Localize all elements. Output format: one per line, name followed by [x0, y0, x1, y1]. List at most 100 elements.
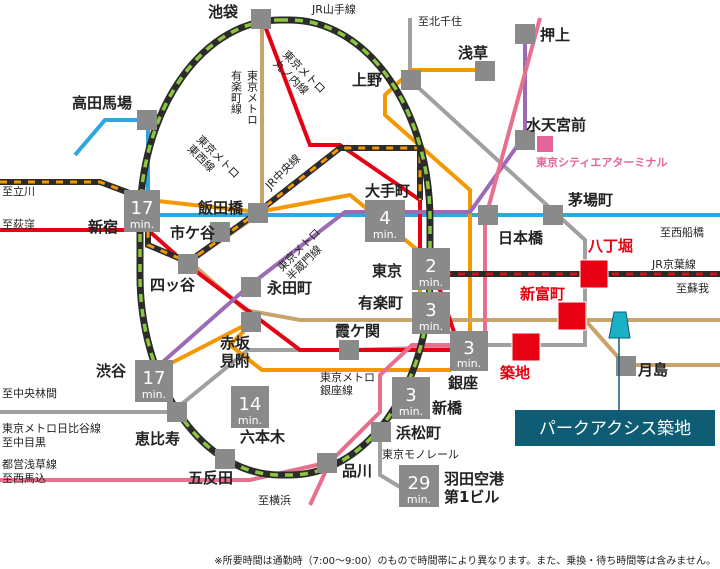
station-box-shinagawa [317, 453, 337, 473]
dest-hibiya-2: 至中目黒 [2, 436, 46, 449]
property-callout [515, 410, 715, 446]
label-hamamatsucho: 浜松町 [396, 424, 441, 442]
target-stations [511, 259, 609, 362]
station-box-takadanobaba [137, 110, 157, 130]
label-jr-chuo-1: JR中央線 [262, 151, 304, 193]
label-jr-yamanote: JR山手線 [311, 2, 356, 16]
station-box-gotanda [215, 449, 235, 469]
station-box-yotsuya [178, 254, 198, 274]
yurakucho-south [583, 318, 720, 367]
dest-nishi-funabashi: 至西船橋 [660, 225, 704, 239]
time-box-otemachi [365, 200, 405, 242]
station-box-ikebukuro [251, 9, 271, 29]
dest-asakusa-2: 至西馬込 [2, 472, 46, 485]
label-takadanobaba: 高田馬場 [72, 94, 132, 112]
dest-tachikawa: 至立川 [2, 184, 35, 198]
station-box-nagatacho [241, 277, 261, 297]
label-ginza: 銀座 [448, 374, 478, 392]
monorail-line [378, 432, 407, 492]
station-box-ueno [401, 70, 421, 90]
label-haneda-1: 羽田空港 [444, 470, 505, 488]
label-yurakucho-line-2: 東京メトロ [246, 70, 259, 125]
station-box-asakusa [475, 61, 495, 81]
station-box-hamamatsucho [371, 422, 391, 442]
station-box-tsukishima [616, 356, 636, 376]
time-boxes [124, 190, 488, 507]
label-ichigaya: 市ケ谷 [170, 224, 216, 242]
dest-yokohama: 至横浜 [258, 493, 291, 507]
station-box-suitengumae [515, 130, 535, 150]
time-unit-tokyo: min. [419, 276, 443, 289]
label-haneda-2: 第1ビル [444, 488, 499, 506]
label-tsukiji: 築地 [499, 364, 530, 382]
label-terminal: 東京シティエアターミナル [536, 155, 667, 169]
terminal-marker [537, 136, 553, 152]
label-kayabacho: 茅場町 [568, 191, 613, 209]
time-box-haneda [399, 465, 439, 507]
time-haneda: 29 [408, 473, 431, 494]
station-marker-tsukiji [511, 332, 541, 362]
station-box-iidabashi [248, 203, 268, 223]
time-shibuya: 17 [143, 368, 166, 389]
label-kasumigaseki: 霞ケ関 [335, 322, 380, 340]
dest-asakusa-1: 都営浅草線 [2, 457, 57, 471]
label-oshiage: 押上 [540, 26, 570, 44]
station-box-kasumigaseki [339, 340, 359, 360]
label-shintomicho: 新富町 [520, 285, 565, 303]
label-gotanda: 五反田 [188, 469, 233, 487]
label-ginza-line-2: 銀座線 [320, 383, 353, 397]
label-ginza-line-1: 東京メトロ [320, 370, 375, 384]
station-box-akasakamitsuke [241, 312, 261, 332]
hanzomon-line [146, 33, 527, 377]
time-tokyo: 2 [425, 256, 436, 277]
station-box-ebisu [167, 402, 187, 422]
time-unit-roppongi: min. [238, 414, 262, 427]
dest-chuo-rinkan: 至中央林間 [2, 386, 57, 400]
station-box-ichigaya [210, 222, 230, 242]
label-roppongi: 六本木 [240, 428, 286, 446]
label-yotsuya: 四ッ谷 [150, 276, 196, 294]
time-unit-shibuya: min. [142, 388, 166, 401]
label-akasaka: 赤坂 [220, 334, 251, 352]
time-box-shibuya [135, 360, 173, 402]
time-unit-shinbashi: min. [399, 405, 423, 418]
time-unit-shinjuku: min. [130, 218, 154, 231]
time-unit-yurakucho: min. [419, 320, 443, 333]
time-box-yurakucho [412, 292, 450, 334]
time-shinjuku: 17 [131, 198, 154, 219]
time-shinbashi: 3 [405, 385, 416, 406]
hibiya-line-north [408, 18, 587, 347]
dest-soga: 至蘇我 [676, 282, 709, 295]
label-shinbashi: 新橋 [432, 399, 463, 417]
label-ikebukuro: 池袋 [208, 3, 239, 21]
time-roppongi: 14 [239, 394, 262, 415]
dest-kita-senju: 至北千住 [418, 14, 462, 28]
time-box-roppongi [231, 386, 269, 428]
label-nagatacho: 永田町 [266, 279, 312, 297]
footnote: ※所要時間は通勤時（7:00〜9:00）のもので時間帯により異なります。また、乗… [214, 554, 716, 567]
station-box-kayabacho [543, 205, 563, 225]
time-unit-ginza: min. [457, 357, 481, 370]
label-shibuya: 渋谷 [96, 362, 127, 380]
label-hatchobori: 八丁堀 [587, 237, 633, 255]
label-nihonbashi: 日本橋 [498, 229, 544, 247]
label-tsukishima: 月島 [637, 361, 668, 379]
label-iidabashi: 飯田橋 [197, 199, 244, 217]
label-tozai: 東京メトロ 東西線 [185, 132, 243, 181]
time-yurakucho: 3 [425, 300, 436, 321]
property-pin-icon [608, 311, 631, 339]
label-monorail: 東京モノレール [382, 447, 459, 461]
time-box-shinjuku [124, 190, 160, 232]
label-tokyo: 東京 [372, 262, 402, 280]
station-marker-shintomicho [557, 301, 587, 331]
label-jr-keiyo: JR京葉線 [651, 257, 696, 271]
label-jr-chuo: JR中央線 [262, 151, 304, 193]
label-mitsuke: 見附 [219, 352, 250, 370]
dest-ogikubo: 至荻窪 [2, 217, 35, 231]
station-box-oshiage [515, 24, 535, 44]
label-ebisu: 恵比寿 [135, 430, 180, 448]
station-box-nihonbashi [478, 205, 498, 225]
label-marunouchi: 東京メトロ 丸ノ内線 [271, 47, 329, 97]
